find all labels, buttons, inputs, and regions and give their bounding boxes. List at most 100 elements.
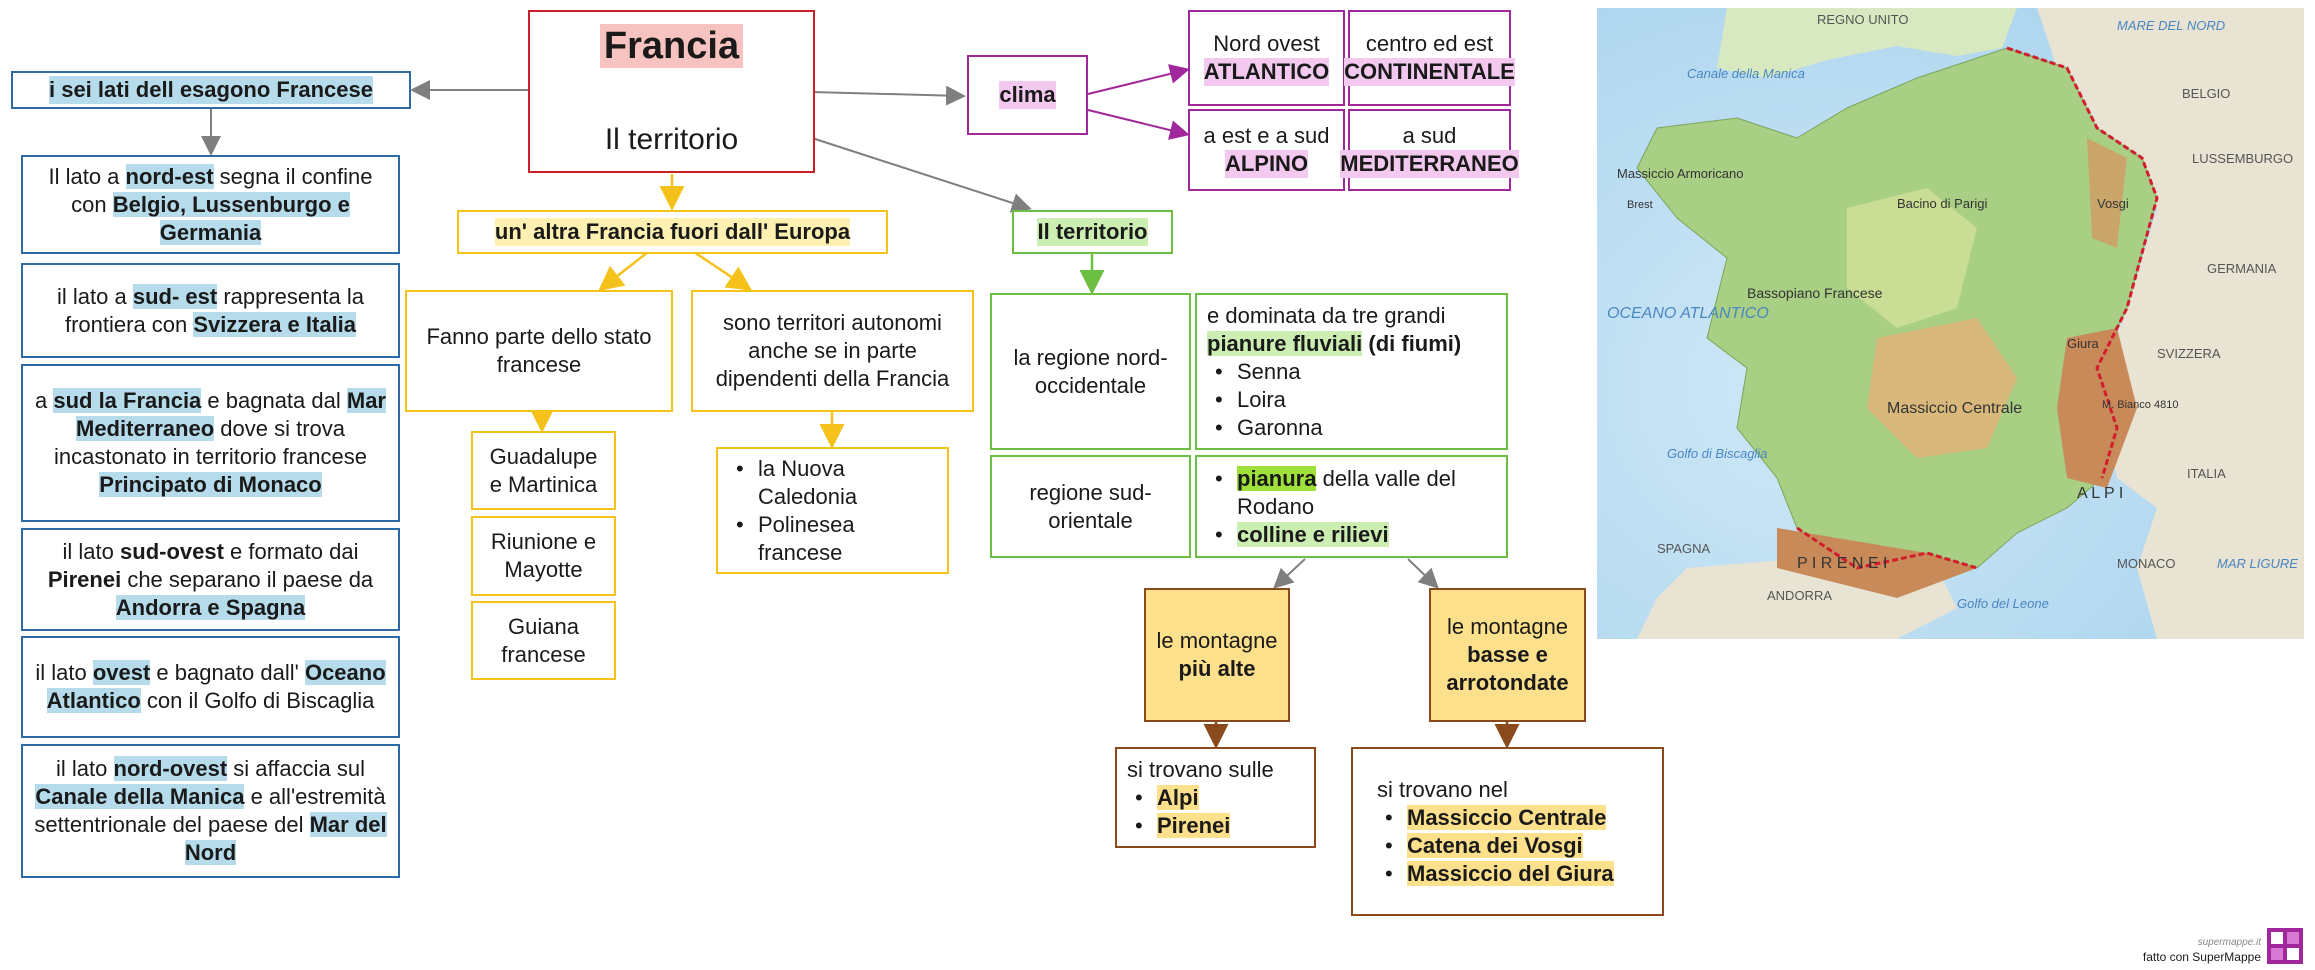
region-northwest-text: la regione nord-occidentale [1013,344,1168,398]
territorio-header-text: Il territorio [1037,218,1148,246]
side-text: a [34,388,54,413]
side-keyword: Pirenei [47,566,122,592]
nw-text: e dominata da tre grandi [1207,302,1446,328]
side-text: con il Golfo di Biscaglia [140,688,375,713]
map-label: Bacino di Parigi [1897,196,1987,211]
clima-cell: a sud MEDITERRANEO [1340,109,1519,191]
nw-keyword: pianure fluviali [1207,330,1363,356]
side-southwest: il lato sud-ovest e formato dai Pirenei … [21,528,400,631]
map-label: P I R E N E I [1797,555,1887,572]
river-item: Garonna [1207,414,1496,442]
side-text: si affaccia sul [227,756,365,781]
map-label: MONACO [2117,556,2176,571]
outremer-autonomous: sono territori autonomi anche se in part… [691,290,974,412]
map-label: Massiccio Centrale [1887,400,2022,417]
map-label: OCEANO ATLANTICO [1607,305,1769,322]
clima-label: clima [999,81,1056,109]
mountains-low-bold: basse e arrotondate [1446,642,1569,695]
side-keyword: sud-ovest [120,538,224,564]
paris-basin [1847,188,1977,328]
root-subtitle: Il territorio [604,123,739,156]
central-massif [1867,318,2017,458]
map-label: Canale della Manica [1687,66,1805,81]
map-label: A L P I [2077,485,2123,502]
mountains-high-text: le montagne [1156,628,1278,653]
dom-item: Guadalupe e Martinica [471,431,616,510]
side-text: dove si trova incastonato in territorio … [53,416,368,469]
region-southeast-text: regione sud-orientale [1029,479,1152,533]
map-label: ANDORRA [1767,588,1832,603]
se-text: della valle del Rodano [1237,465,1456,519]
side-keyword: Svizzera e Italia [193,311,357,337]
list-item: Polinesea francese [728,511,937,567]
map-label: MARE DEL NORD [2117,18,2225,33]
mountains-high-list-box: si trovano sulle Alpi Pirenei [1115,747,1316,848]
side-text: Il lato a [48,163,126,189]
map-label: MAR LIGURE [2217,556,2298,571]
map-label: Bassopiano Francese [1747,285,1883,301]
side-text: il lato [62,538,121,564]
side-text: che separano il paese da [121,566,374,592]
map-label: BELGIO [2182,86,2230,101]
clima-cell-type: ALPINO [1224,150,1309,178]
list-item: Massiccio del Giura [1377,860,1652,888]
map-label: SPAGNA [1657,541,1711,556]
dom-item: Riunione e Mayotte [471,516,616,596]
se-keyword: colline e rilievi [1237,521,1389,547]
neighbours-land [2037,8,2304,639]
side-northwest: il lato nord-ovest si affaccia sul Canal… [21,744,400,878]
mountains-high: le montagne più alte [1144,588,1290,722]
clima-node: clima [967,55,1088,135]
list-item: Alpi [1127,784,1304,812]
side-keyword: Belgio, Lussenburgo e Germania [112,191,350,245]
side-northeast: Il lato a nord-est segna il confine con … [21,155,400,254]
region-southeast-label: regione sud-orientale [990,455,1191,558]
border-east [2006,46,2159,479]
territorio-header: Il territorio [1012,210,1173,254]
dom-item-text: Guadalupe e Martinica [489,443,598,497]
outremer-header-text: un' altra Francia fuori dall' Europa [494,218,851,246]
root-node: Francia Il territorio [528,10,815,173]
side-text: e bagnato dall' [150,660,305,685]
map-label: LUSSEMBURGO [2192,151,2293,166]
side-south: a sud la Francia e bagnata dal Mar Medit… [21,364,400,522]
list-item: Massiccio Centrale [1377,804,1652,832]
river-item: Loira [1207,386,1496,414]
supermappe-logo-icon [2267,928,2303,964]
france-physical-map: REGNO UNITO MARE DEL NORD Canale della M… [1597,8,2304,639]
side-keyword: sud la Francia [53,388,202,413]
side-west: il lato ovest e bagnato dall' Oceano Atl… [21,636,400,738]
clima-cell-text: a sud [1402,123,1457,148]
se-item: pianura della valle del Rodano [1207,465,1496,521]
mountains-low-intro: si trovano nel [1377,776,1508,802]
side-southeast: il lato a sud- est rappresenta la fronti… [21,263,400,358]
outremer-part-of-state-text: Fanno parte dello stato francese [426,324,652,377]
border-south [1796,526,1978,570]
se-keyword: pianura [1237,465,1317,491]
side-keyword: nord-ovest [113,756,228,781]
side-text: il lato [56,756,114,781]
side-keyword: Andorra e Spagna [115,594,306,620]
tom-list: la Nuova Caledonia Polinesea francese [728,455,937,567]
clima-cell-type: MEDITERRANEO [1340,150,1519,178]
map-label: M. Bianco 4810 [2102,399,2178,411]
map-label: Giura [2067,336,2100,351]
region-northwest-label: la regione nord-occidentale [990,293,1191,450]
clima-cell-text: a est e a sud [1203,123,1330,148]
mountains-low: le montagne basse e arrotondate [1429,588,1586,722]
side-keyword: Canale della Manica [35,784,245,809]
root-title: Francia [599,24,744,68]
side-keyword: ovest [92,660,151,685]
supermappe-branding: supermappe.it fatto con SuperMappe [2143,928,2303,964]
list-item-text: Pirenei [1157,812,1231,838]
map-label: ITALIA [2187,466,2226,481]
side-text: il lato a [57,283,133,309]
clima-cell-type: ATLANTICO [1203,58,1330,86]
dom-item: Guiana francese [471,601,616,680]
uk-land [1717,8,2017,78]
list-item: Pirenei [1127,812,1304,840]
map-label: GERMANIA [2207,261,2277,276]
alps-relief [2057,328,2137,488]
